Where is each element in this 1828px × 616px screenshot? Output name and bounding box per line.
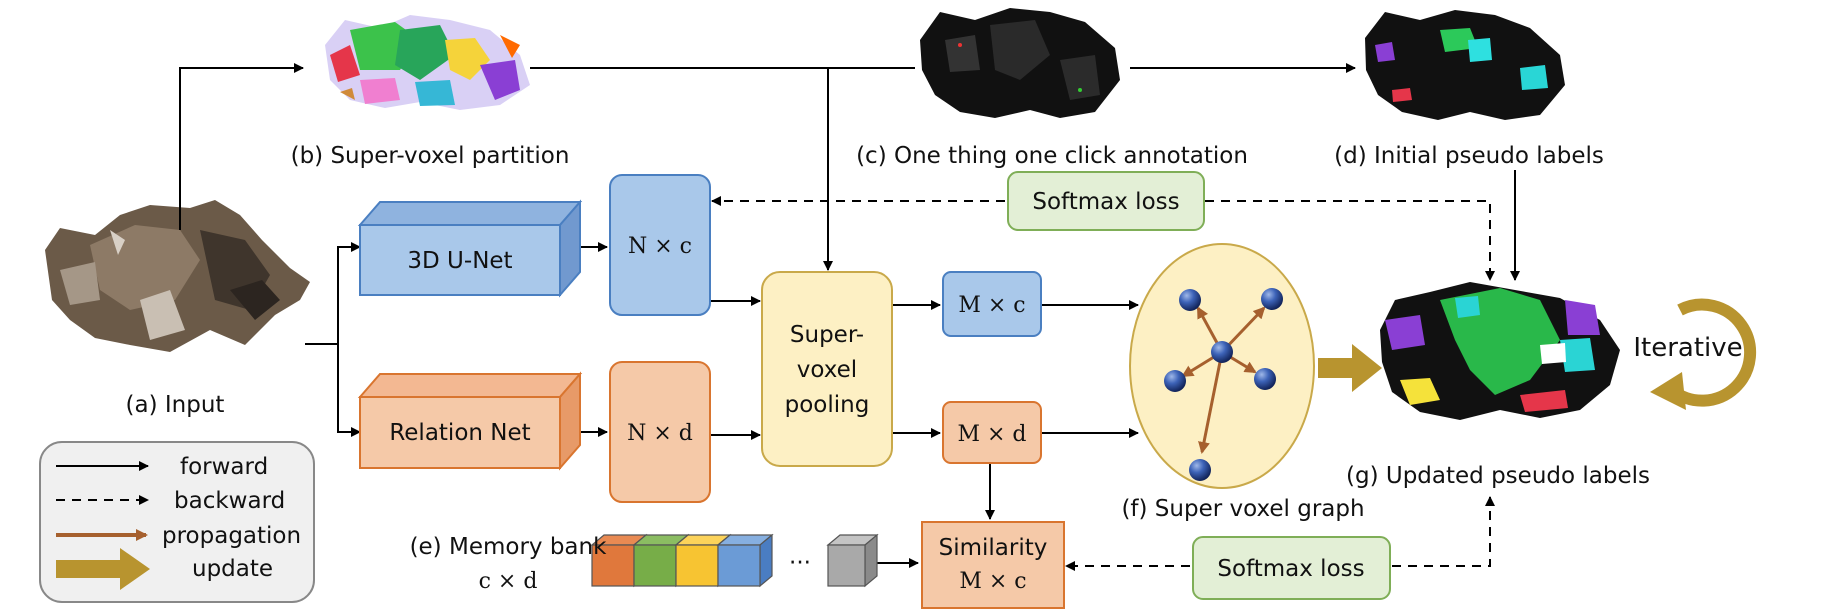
caption-super-voxel-graph: (f) Super voxel graph bbox=[1121, 496, 1364, 522]
softmax-loss-top-block: Softmax loss bbox=[1007, 171, 1205, 231]
graph-node bbox=[1189, 459, 1211, 481]
md-feature-block: M × d bbox=[942, 401, 1042, 464]
softmax-loss-bottom-block: Softmax loss bbox=[1192, 536, 1391, 600]
graph-node bbox=[1164, 370, 1186, 392]
softmax-bottom-label: Softmax loss bbox=[1217, 556, 1364, 582]
mc-feature-block: M × c bbox=[942, 271, 1042, 337]
super-voxel-partition-image bbox=[325, 15, 530, 110]
initial-pseudo-labels-image bbox=[1365, 10, 1565, 120]
caption-updated-pseudo: (g) Updated pseudo labels bbox=[1346, 463, 1650, 489]
backward-arrows bbox=[711, 196, 1495, 571]
iterative-label: Iterative bbox=[1633, 333, 1742, 363]
nd-label: N × d bbox=[627, 421, 693, 446]
caption-memory-bank: (e) Memory bank bbox=[410, 534, 608, 560]
md-label: M × d bbox=[957, 422, 1026, 447]
legend-update: update bbox=[192, 556, 273, 582]
relation-net-block: Relation Net bbox=[357, 371, 583, 471]
updated-pseudo-labels-image bbox=[1380, 282, 1620, 420]
caption-super-voxel-partition: (b) Super-voxel partition bbox=[291, 143, 570, 169]
nd-feature-block: N × d bbox=[609, 361, 711, 503]
update-arrow bbox=[1318, 344, 1382, 392]
caption-one-click: (c) One thing one click annotation bbox=[856, 143, 1248, 169]
legend: forward backward propagation update bbox=[39, 441, 315, 603]
graph-node bbox=[1254, 368, 1276, 390]
caption-initial-pseudo: (d) Initial pseudo labels bbox=[1334, 143, 1604, 169]
iterative-cycle: Iterative bbox=[1633, 298, 1757, 410]
nc-label: N × c bbox=[628, 234, 692, 259]
legend-update-arrow bbox=[56, 548, 150, 590]
memory-ellipsis: ··· bbox=[789, 550, 811, 576]
caption-memory-bank-dim: c × d bbox=[479, 569, 538, 594]
relation-net-label: Relation Net bbox=[389, 420, 530, 446]
mc-label: M × c bbox=[958, 293, 1025, 318]
super-voxel-graph bbox=[1129, 243, 1315, 489]
super-voxel-pooling-block: Super- voxel pooling bbox=[761, 271, 893, 467]
memory-cube-blue bbox=[716, 533, 774, 588]
similarity-dim-label: M × c bbox=[959, 569, 1026, 594]
pooling-label-line2: voxel bbox=[797, 357, 857, 383]
similarity-label: Similarity bbox=[939, 535, 1048, 561]
unet-block: 3D U-Net bbox=[357, 199, 583, 298]
softmax-top-label: Softmax loss bbox=[1032, 189, 1179, 215]
caption-input: (a) Input bbox=[126, 392, 225, 418]
input-pointcloud-image bbox=[45, 200, 310, 352]
nc-feature-block: N × c bbox=[609, 174, 711, 316]
one-click-annotation-image bbox=[920, 8, 1120, 118]
unet-label: 3D U-Net bbox=[407, 248, 512, 274]
legend-backward: backward bbox=[174, 488, 285, 514]
graph-node-center bbox=[1211, 341, 1233, 363]
legend-propagation: propagation bbox=[162, 523, 301, 549]
pooling-label-line1: Super- bbox=[790, 322, 864, 348]
forward-arrows bbox=[179, 63, 1520, 568]
pooling-label-line3: pooling bbox=[785, 392, 870, 418]
graph-node bbox=[1261, 288, 1283, 310]
similarity-block: Similarity M × c bbox=[921, 521, 1065, 609]
memory-cube-gray bbox=[826, 533, 879, 588]
graph-node bbox=[1179, 289, 1201, 311]
legend-forward: forward bbox=[180, 454, 268, 480]
memory-bank-cubes: ··· bbox=[590, 533, 879, 588]
iterative-arrowhead bbox=[1650, 372, 1686, 410]
iterative-arc bbox=[1668, 298, 1757, 407]
